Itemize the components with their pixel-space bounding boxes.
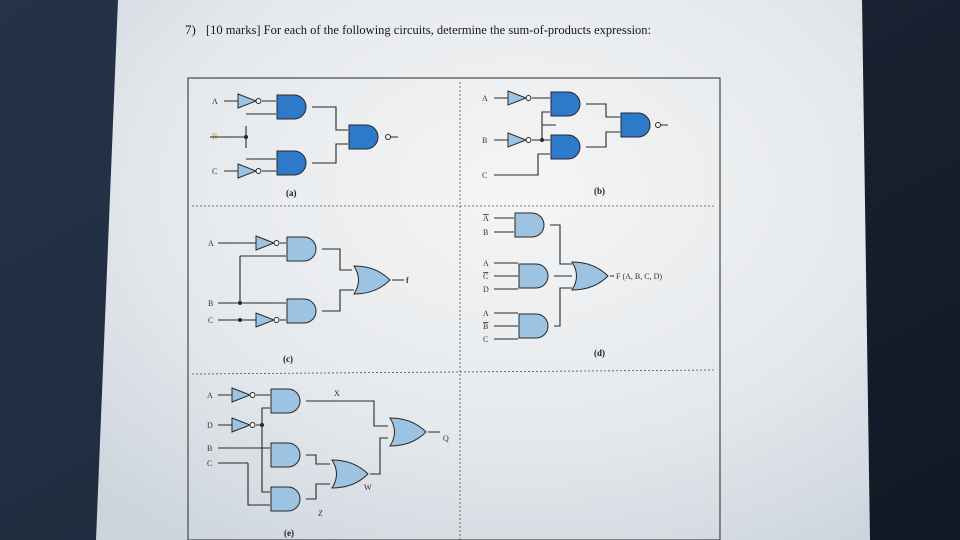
circuit-c: A B C f (c) bbox=[208, 235, 409, 364]
circuit-e-caption: (e) bbox=[284, 528, 294, 538]
circuit-b-caption: (b) bbox=[594, 186, 605, 196]
circuit-e: A D B C X W Z Q (e) bbox=[207, 387, 449, 538]
circuit-b: A B C (b) bbox=[482, 90, 668, 196]
circuit-c-input-c: C bbox=[208, 316, 213, 325]
circuit-a: A B C (a) bbox=[210, 93, 398, 198]
circuit-c-not-a bbox=[255, 235, 280, 251]
circuit-b-not-b bbox=[507, 132, 532, 148]
circuit-e-output: Q bbox=[443, 434, 449, 443]
circuit-c-not-c bbox=[255, 312, 280, 328]
circuit-c-output: f bbox=[406, 276, 409, 285]
circuit-d-input-a-2: A bbox=[483, 259, 489, 268]
circuits-frame bbox=[187, 77, 721, 540]
circuit-c-caption: (c) bbox=[283, 354, 293, 364]
circuit-d-input-d-2: D bbox=[483, 285, 489, 294]
circuit-c-input-b: B bbox=[208, 299, 213, 308]
circuit-b-input-b: B bbox=[482, 136, 487, 145]
circuit-d-input-a-bar-1: A bbox=[483, 214, 489, 223]
circuit-e-input-d: D bbox=[207, 421, 213, 430]
question-number: 7) bbox=[185, 22, 196, 37]
circuit-d-input-b-bar-3: B bbox=[483, 322, 488, 331]
question-text: [10 marks] For each of the following cir… bbox=[206, 23, 651, 37]
circuit-d: A B A C D A B C F (A, B, C, D) (d) bbox=[483, 212, 662, 358]
circuit-a-not-c bbox=[237, 163, 262, 179]
circuit-a-caption: (a) bbox=[286, 188, 297, 198]
circuit-c-input-a: A bbox=[208, 239, 214, 248]
circuit-e-node-x: X bbox=[334, 389, 340, 398]
circuit-a-input-a: A bbox=[212, 97, 218, 106]
circuit-d-input-c-3: C bbox=[483, 335, 488, 344]
circuit-b-not-a bbox=[507, 90, 532, 106]
circuit-d-caption: (d) bbox=[594, 348, 605, 358]
circuit-b-input-c: C bbox=[482, 171, 487, 180]
circuit-a-not-a bbox=[237, 93, 262, 109]
circuit-e-not-a bbox=[231, 387, 256, 403]
circuit-e-input-c: C bbox=[207, 459, 212, 468]
circuit-e-input-a: A bbox=[207, 391, 213, 400]
circuit-e-not-d bbox=[231, 417, 256, 433]
circuit-a-input-c: C bbox=[212, 167, 217, 176]
circuit-d-input-b-1: B bbox=[483, 228, 488, 237]
circuit-e-node-z: Z bbox=[318, 509, 323, 518]
circuit-d-input-a-3: A bbox=[483, 309, 489, 318]
circuit-e-node-w: W bbox=[364, 483, 372, 492]
circuit-d-input-c-bar-2: C bbox=[483, 272, 488, 281]
divider-h2 bbox=[191, 369, 717, 375]
circuit-b-input-a: A bbox=[482, 94, 488, 103]
circuit-d-output: F (A, B, C, D) bbox=[616, 272, 662, 281]
circuit-e-input-b: B bbox=[207, 444, 212, 453]
